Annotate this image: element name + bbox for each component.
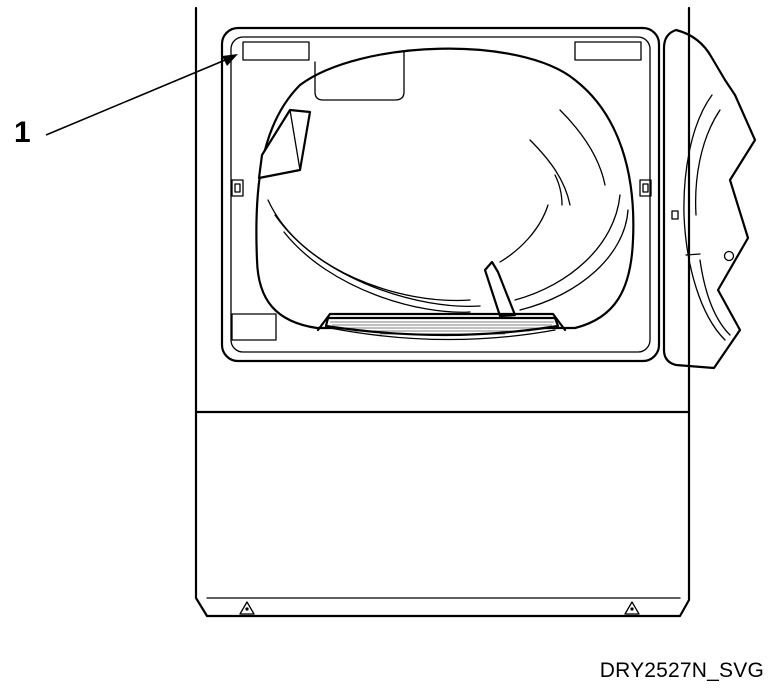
label-plate-icon bbox=[231, 41, 642, 341]
right-foot-icon bbox=[624, 601, 640, 615]
callout-leader-arrow bbox=[45, 54, 238, 136]
dryer-cabinet-icon bbox=[194, 6, 691, 618]
callout-number-label: 1 bbox=[14, 116, 31, 149]
door-frame-icon bbox=[220, 26, 661, 363]
figure-id-label: DRY2527N_SVG bbox=[599, 659, 764, 682]
lint-filter-icon bbox=[316, 312, 567, 341]
door-catch-icon bbox=[231, 179, 652, 197]
left-foot-icon bbox=[239, 601, 255, 615]
open-door-icon bbox=[662, 28, 757, 370]
dryer-drum-icon bbox=[255, 47, 635, 330]
